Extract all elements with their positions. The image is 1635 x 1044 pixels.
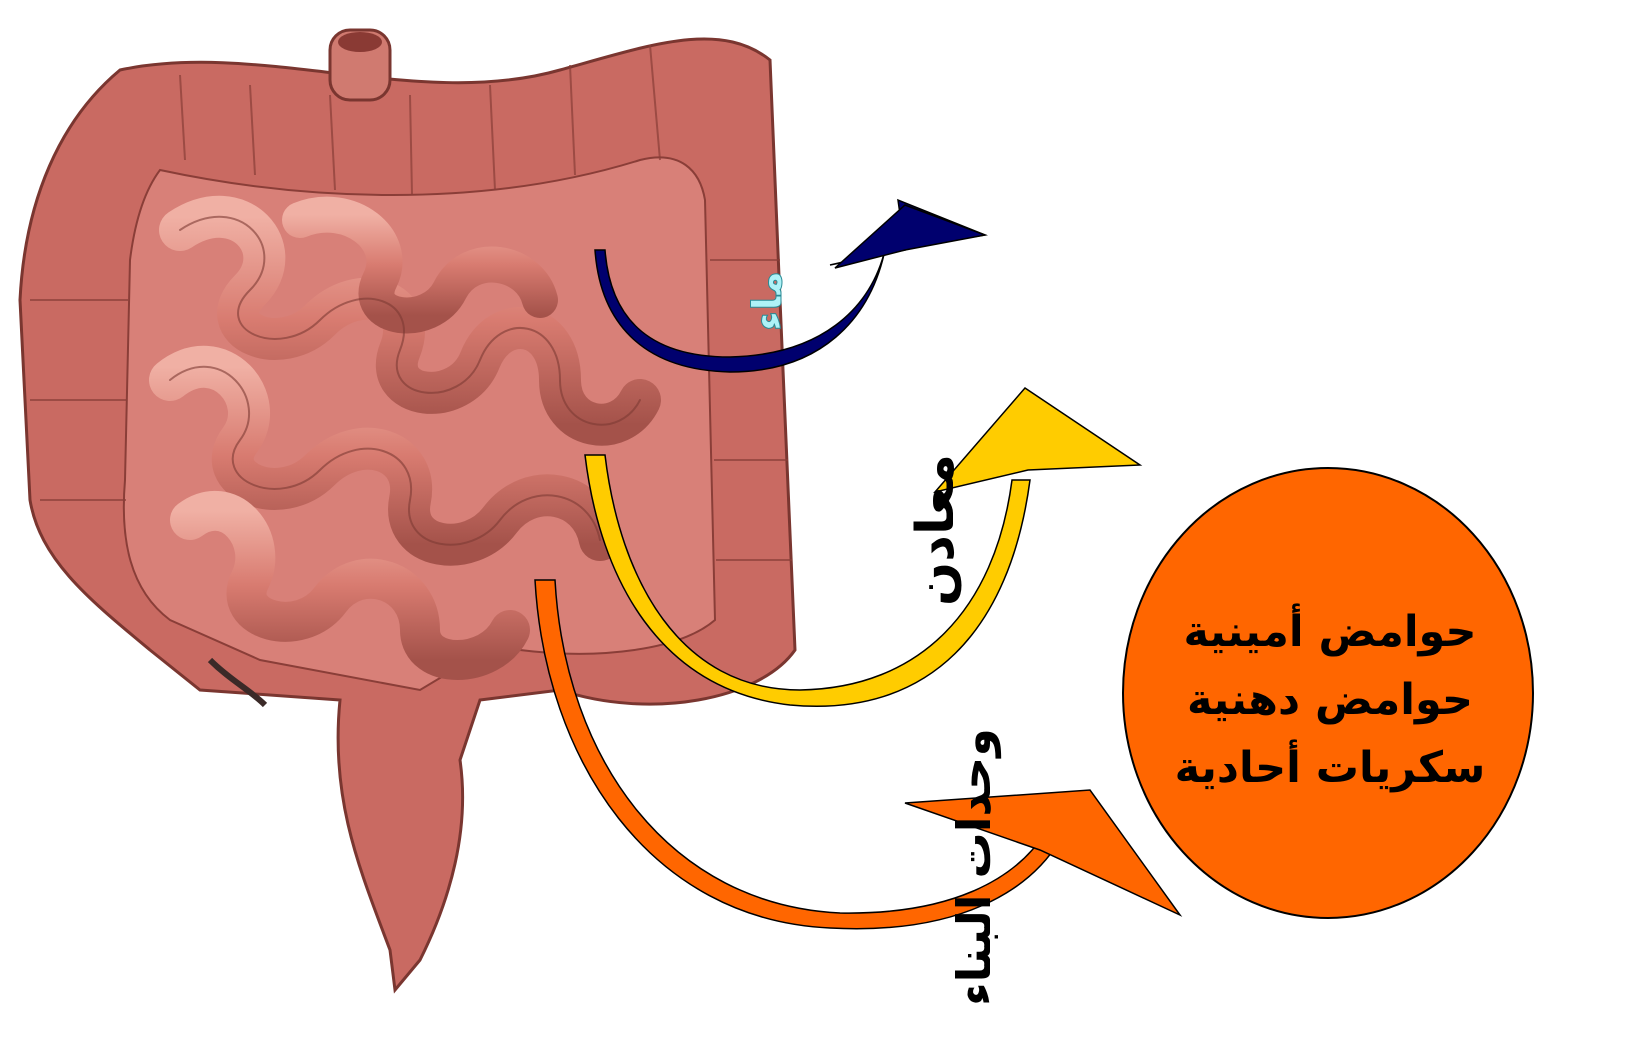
product-monosaccharides: سكريات أحادية <box>1120 734 1540 802</box>
minerals-label: معادن <box>906 454 966 606</box>
water-label: ماء <box>745 271 791 331</box>
duodenum-opening <box>338 32 382 52</box>
water-arrow-head <box>835 205 985 268</box>
product-fatty-acids: حوامض دهنية <box>1120 666 1540 734</box>
intestine-illustration <box>20 30 795 990</box>
building-units-label: وحدات البناء <box>947 728 1001 1006</box>
products-text: حوامض أمينية حوامض دهنية سكريات أحادية <box>1120 598 1540 802</box>
product-amino-acids: حوامض أمينية <box>1120 598 1540 666</box>
